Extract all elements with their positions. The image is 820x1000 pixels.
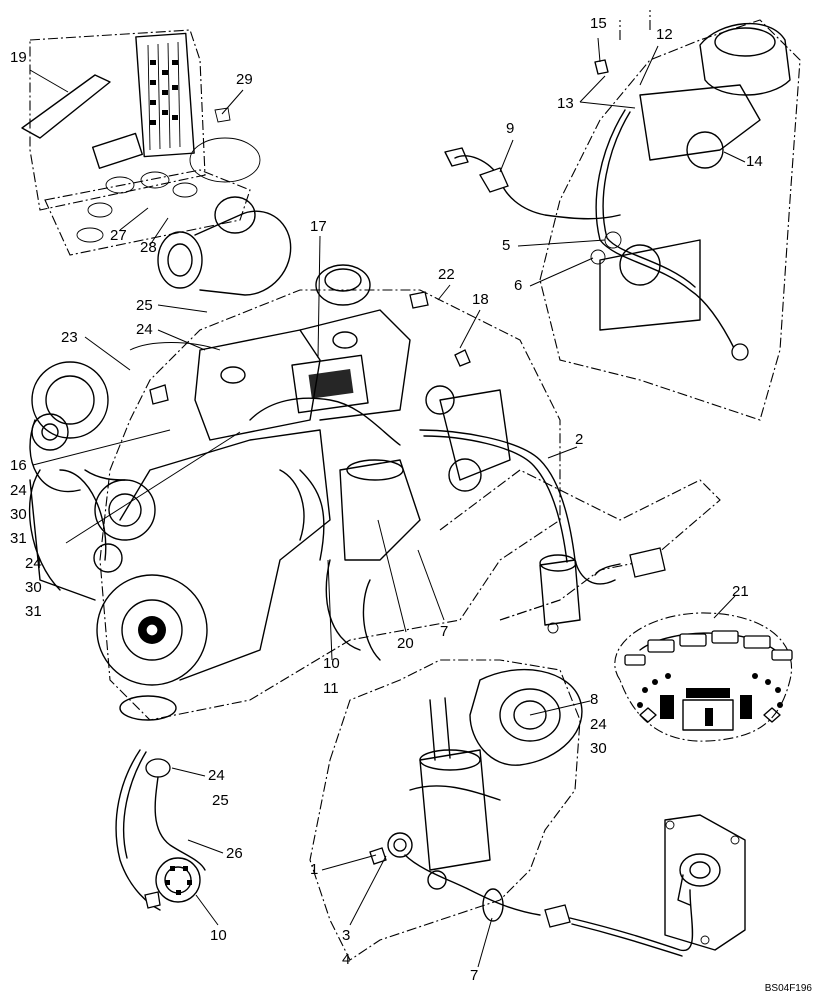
callout-24-lower: 24 [208, 767, 225, 784]
callout-6: 6 [514, 277, 523, 294]
callout-30-right: 30 [590, 740, 607, 757]
callout-10-upper: 10 [323, 655, 340, 672]
callout-8: 8 [590, 691, 599, 708]
callout-15: 15 [590, 15, 607, 32]
speed-sensor-assembly [115, 749, 206, 911]
callout-29: 29 [236, 71, 253, 88]
callout-30-left-b: 30 [25, 579, 42, 596]
callout-19: 19 [10, 49, 27, 66]
main-engine [28, 196, 721, 721]
callout-20: 20 [397, 635, 414, 652]
callout-12: 12 [656, 26, 673, 43]
sensor-bracket [664, 814, 746, 951]
callout-25-upper: 25 [136, 297, 153, 314]
callout-23: 23 [61, 329, 78, 346]
callout-1: 1 [310, 861, 319, 878]
leader-lines [29, 37, 746, 968]
callout-16: 16 [10, 457, 27, 474]
callout-18: 18 [472, 291, 489, 308]
callout-31-left-b: 31 [25, 603, 42, 620]
instrument-cluster [614, 612, 793, 742]
callout-31-left-a: 31 [10, 530, 27, 547]
figure-reference-code: BS04F196 [764, 983, 812, 994]
callout-21: 21 [732, 583, 749, 600]
callout-7-lower: 7 [470, 967, 479, 984]
callout-22: 22 [438, 266, 455, 283]
upper-right-engine-panel [444, 10, 801, 421]
callout-4: 4 [342, 951, 351, 968]
callout-9: 9 [506, 120, 515, 137]
lower-engine-view [309, 659, 694, 961]
callout-3: 3 [342, 927, 351, 944]
callout-5: 5 [502, 237, 511, 254]
callout-30-left-a: 30 [10, 506, 27, 523]
callout-10-lower: 10 [210, 927, 227, 944]
callout-11: 11 [323, 680, 339, 697]
callout-2: 2 [575, 431, 584, 448]
callout-28: 28 [140, 239, 157, 256]
fuse-box-panel [21, 29, 261, 256]
callout-14: 14 [746, 153, 763, 170]
callout-25-lower: 25 [212, 792, 229, 809]
callout-27: 27 [110, 227, 127, 244]
callout-17: 17 [310, 218, 327, 235]
callout-26: 26 [226, 845, 243, 862]
callout-7-upper: 7 [440, 623, 449, 640]
callout-24-left-a: 24 [10, 482, 27, 499]
callout-24-upper: 24 [136, 321, 153, 338]
callout-24-left-b: 24 [25, 555, 42, 572]
callout-13: 13 [557, 95, 574, 112]
callout-24-right: 24 [590, 716, 607, 733]
